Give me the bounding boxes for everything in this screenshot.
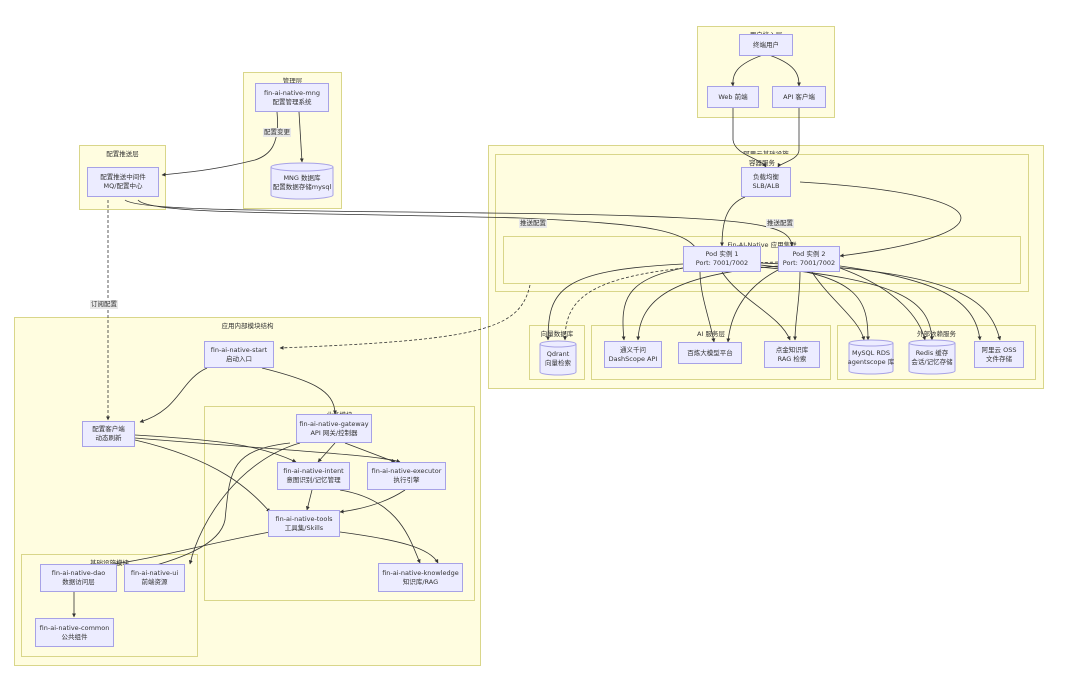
edge-gateway-intent	[317, 442, 336, 463]
node-config-mq: 配置推送中间件 MQ/配置中心	[87, 167, 159, 197]
edge-pod1-qdrant	[546, 263, 684, 341]
group-app-internal-title: 应用内部模块结构	[221, 322, 274, 330]
node-web-frontend: Web 前端	[707, 86, 759, 108]
edge-pod2-tongyi	[636, 265, 779, 341]
edge-lb-pod2	[799, 181, 962, 258]
group-infra-module-title: 基础设施模块	[90, 559, 129, 567]
node-dianjin: 点金知识库 RAG 检索	[764, 341, 820, 368]
group-ai-service-title: AI 服务层	[697, 330, 725, 338]
cylinder-shape	[539, 340, 577, 376]
node-config-client: 配置客户端 动态刷新	[82, 421, 135, 447]
edge-pod2-mysql	[811, 271, 866, 341]
edge-executor-tools	[339, 489, 406, 514]
node-redis: Redis 缓存 会话/记忆存储	[908, 339, 956, 375]
node-bailian: 百炼大模型平台	[678, 342, 742, 364]
edge-pod1-oss	[759, 262, 1002, 341]
edge-label-push-config-2: 推送配置	[766, 219, 794, 228]
node-executor: fin-ai-native-executor 执行引擎	[367, 462, 446, 490]
node-mysql: MySQL RDS agentscope 库	[848, 339, 894, 375]
edge-pod2-dianjin	[793, 271, 801, 341]
node-start: fin-ai-native-start 启动入口	[204, 341, 274, 368]
group-config-push-layer-title: 配置推送层	[106, 150, 139, 158]
edge-pod2-oss	[839, 265, 982, 341]
cylinder-shape	[848, 339, 894, 375]
group-app-cluster: Fin-AI-Native 应用集群	[503, 236, 1021, 284]
node-knowledge: fin-ai-native-knowledge 知识库/RAG	[378, 563, 463, 592]
node-qdrant: Qdrant 向量检索	[539, 340, 577, 376]
edge-lb-pod1	[720, 196, 746, 247]
edge-cc-intent	[134, 434, 297, 463]
edge-user-web	[730, 53, 767, 87]
node-gateway: fin-ai-native-gateway API 网关/控制器	[296, 414, 372, 443]
node-lb: 负载均衡 SLB/ALB	[741, 167, 791, 197]
group-mgmt-layer-title: 管理层	[282, 77, 303, 85]
edge-intent-knowledge	[339, 489, 421, 564]
edge-pods-start	[279, 284, 531, 350]
edge-intent-tools	[305, 489, 313, 511]
edge-pod2-qdrant	[563, 261, 779, 341]
node-oss: 阿里云 OSS 文件存储	[974, 341, 1024, 368]
group-vector-db-title: 向量数据库	[540, 330, 574, 338]
group-app-cluster-title: Fin-AI-Native 应用集群	[727, 241, 797, 249]
node-ui: fin-ai-native-ui 前端资源	[124, 564, 185, 592]
edge-gateway-executor	[344, 442, 396, 463]
edge-api-lb	[777, 108, 800, 168]
edge-start-config-client	[139, 367, 208, 423]
cylinder-shape	[908, 339, 956, 375]
edge-label-subscribe-config: 订阅配置	[90, 300, 118, 309]
edge-gateway-dao	[129, 442, 291, 574]
edge-label-push-config-1: 推送配置	[519, 219, 547, 228]
edge-pod1-bailian	[699, 271, 716, 343]
node-dao: fin-ai-native-dao 数据访问层	[40, 564, 117, 592]
edge-web-lb	[732, 108, 767, 168]
edge-pod2-redis	[839, 267, 927, 341]
cylinder-shape	[270, 162, 334, 200]
edge-user-api	[765, 53, 801, 87]
edge-label-config-change: 配置变更	[263, 128, 291, 137]
edge-mng-mq	[161, 111, 278, 177]
node-pod1: Pod 实例 1 Port: 7001/7002	[683, 246, 761, 272]
node-common: fin-ai-native-common 公共组件	[35, 618, 114, 647]
edge-start-gateway	[261, 367, 337, 415]
node-pod2: Pod 实例 2 Port: 7001/7002	[778, 246, 840, 272]
node-tongyi: 通义千问 DashScope API	[604, 341, 662, 368]
edge-tools-dao	[99, 531, 271, 568]
node-intent: fin-ai-native-intent 意图识别/记忆管理	[277, 462, 350, 490]
edge-mq-pod2	[124, 199, 794, 247]
node-mng: fin-ai-native-mng 配置管理系统	[255, 83, 329, 112]
edge-pod1-mysql	[759, 264, 870, 341]
node-mng-db: MNG 数据库 配置数据存储mysql	[270, 162, 334, 200]
node-terminal-user: 终端用户	[739, 34, 793, 56]
edge-pod2-bailian	[726, 269, 779, 343]
group-external-service-title: 外部依赖服务	[917, 330, 956, 338]
edge-mq-pod1	[137, 199, 701, 256]
edge-cc-tools	[134, 439, 271, 513]
edge-pod1-redis	[759, 266, 934, 341]
edge-pod1-tongyi	[621, 267, 684, 341]
edge-tools-knowledge	[339, 531, 439, 564]
node-tools: fin-ai-native-tools 工具集/Skills	[268, 510, 340, 537]
node-api-client: API 客户端	[772, 86, 826, 108]
edge-pod1-dianjin	[721, 271, 791, 341]
edge-mng-db	[298, 111, 304, 163]
